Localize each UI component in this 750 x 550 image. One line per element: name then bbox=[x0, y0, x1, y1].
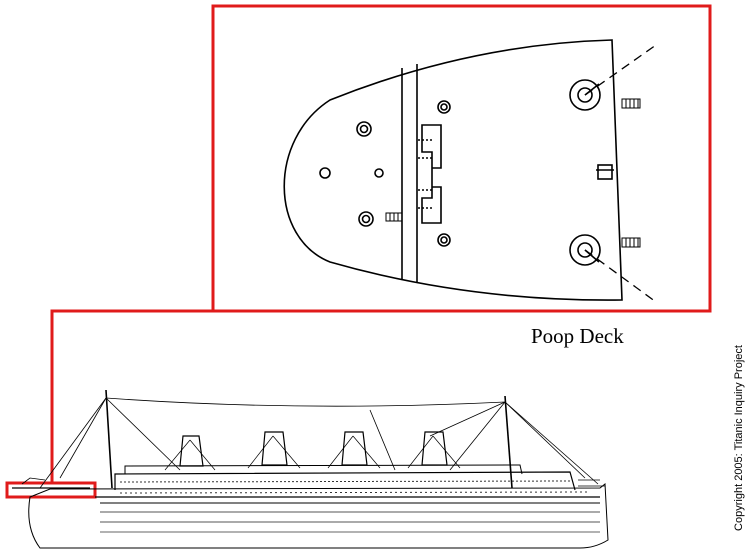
bollard-icon bbox=[437, 100, 451, 114]
poop-deck-plan bbox=[283, 39, 657, 303]
fore-mast bbox=[504, 395, 513, 489]
zoom-source-box bbox=[5, 481, 97, 499]
vent-icon bbox=[319, 167, 331, 179]
capstan-icon bbox=[569, 234, 601, 266]
aft-mast bbox=[105, 389, 113, 489]
copyright-notice: Copyright 2005: Titanic Inquiry Project bbox=[733, 345, 745, 531]
ship-profile bbox=[12, 389, 609, 549]
fairlead-fitting bbox=[597, 164, 613, 180]
deckhouse-structure bbox=[421, 124, 442, 224]
bollard-icon bbox=[437, 233, 451, 247]
rail-stub bbox=[385, 98, 641, 248]
zoom-frame bbox=[211, 4, 712, 313]
diagram-title: Poop Deck bbox=[531, 324, 624, 348]
rigging bbox=[39, 397, 599, 489]
capstan-icon bbox=[569, 79, 601, 111]
funnel-stays bbox=[164, 435, 461, 471]
ship-hull bbox=[28, 483, 609, 549]
funnel bbox=[179, 431, 448, 467]
bollard-icon bbox=[356, 121, 372, 137]
bollard-icon bbox=[358, 211, 374, 227]
superstructure bbox=[114, 471, 576, 491]
zoom-connector bbox=[50, 309, 213, 483]
zoom-highlight bbox=[5, 4, 712, 499]
vent-icon bbox=[374, 168, 384, 178]
deck-outline bbox=[283, 39, 623, 301]
